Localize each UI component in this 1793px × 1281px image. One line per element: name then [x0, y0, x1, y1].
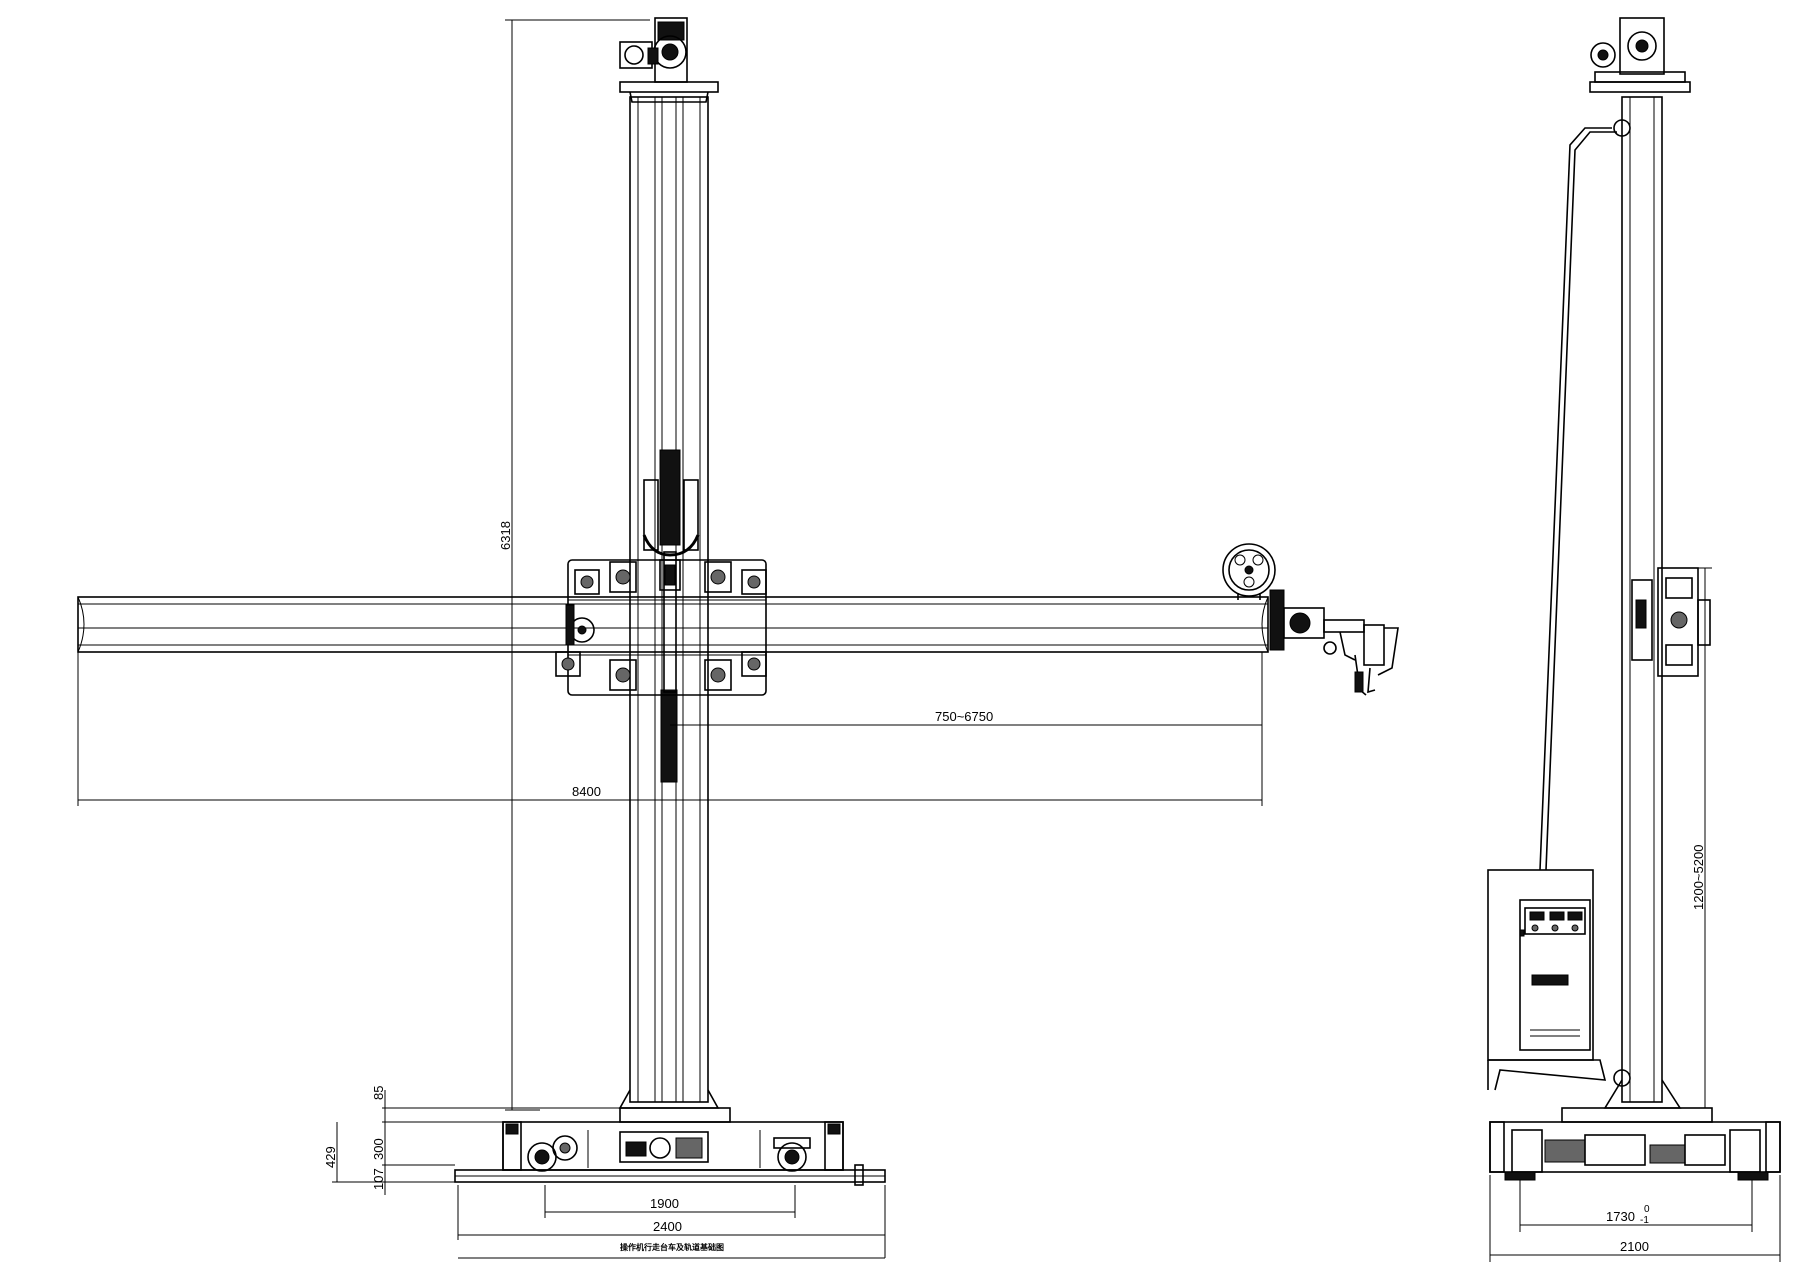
- dim-side-gauge-tol-lower: -1: [1640, 1215, 1649, 1226]
- welding-head: [1269, 589, 1399, 696]
- side-travel-carriage: [1489, 1107, 1781, 1181]
- dim-wheel-gauge: 1900: [650, 1196, 679, 1211]
- wire-reel: [1222, 543, 1276, 600]
- dim-base-width: 2400: [653, 1219, 682, 1234]
- front-dimensions: 6318 750~6750 8400 85 300 107 429: [77, 19, 1263, 1259]
- drawing-caption: 操作机行走台车及轨道基础图: [620, 1242, 724, 1252]
- dim-carriage-height: 300: [371, 1138, 386, 1160]
- control-cabinet: [1487, 869, 1607, 1091]
- front-view: 6318 750~6750 8400 85 300 107 429: [77, 17, 1399, 1259]
- side-view: 1200~5200 1730 0 -1 2100: [1487, 17, 1781, 1262]
- counterweight-chain: [642, 449, 700, 783]
- dim-boom-length: 8400: [572, 784, 601, 799]
- side-cable: [1539, 127, 1617, 871]
- side-dimensions: 1200~5200 1730 0 -1 2100: [1489, 567, 1781, 1262]
- dim-vertical-stroke: 1200~5200: [1691, 845, 1706, 910]
- side-boom-carriage: [1631, 567, 1711, 677]
- boom-carriage: [555, 559, 767, 696]
- side-mast: [1589, 81, 1691, 1109]
- boom-beam: [77, 596, 1269, 653]
- dim-boom-stroke: 750~6750: [935, 709, 993, 724]
- mast-top-motor: [619, 17, 688, 83]
- dim-side-width: 2100: [1620, 1239, 1649, 1254]
- dim-side-gauge: 1730: [1606, 1209, 1635, 1224]
- dim-rail-height: 107: [371, 1168, 386, 1190]
- dim-side-gauge-tol-upper: 0: [1644, 1204, 1650, 1215]
- mast-column: [618, 81, 720, 1109]
- side-top-motor: [1590, 17, 1686, 83]
- travel-carriage: [454, 1107, 886, 1186]
- dim-mast-height: 6318: [498, 521, 513, 550]
- dim-carriage-top: 85: [371, 1086, 386, 1100]
- dim-base-total: 429: [323, 1146, 338, 1168]
